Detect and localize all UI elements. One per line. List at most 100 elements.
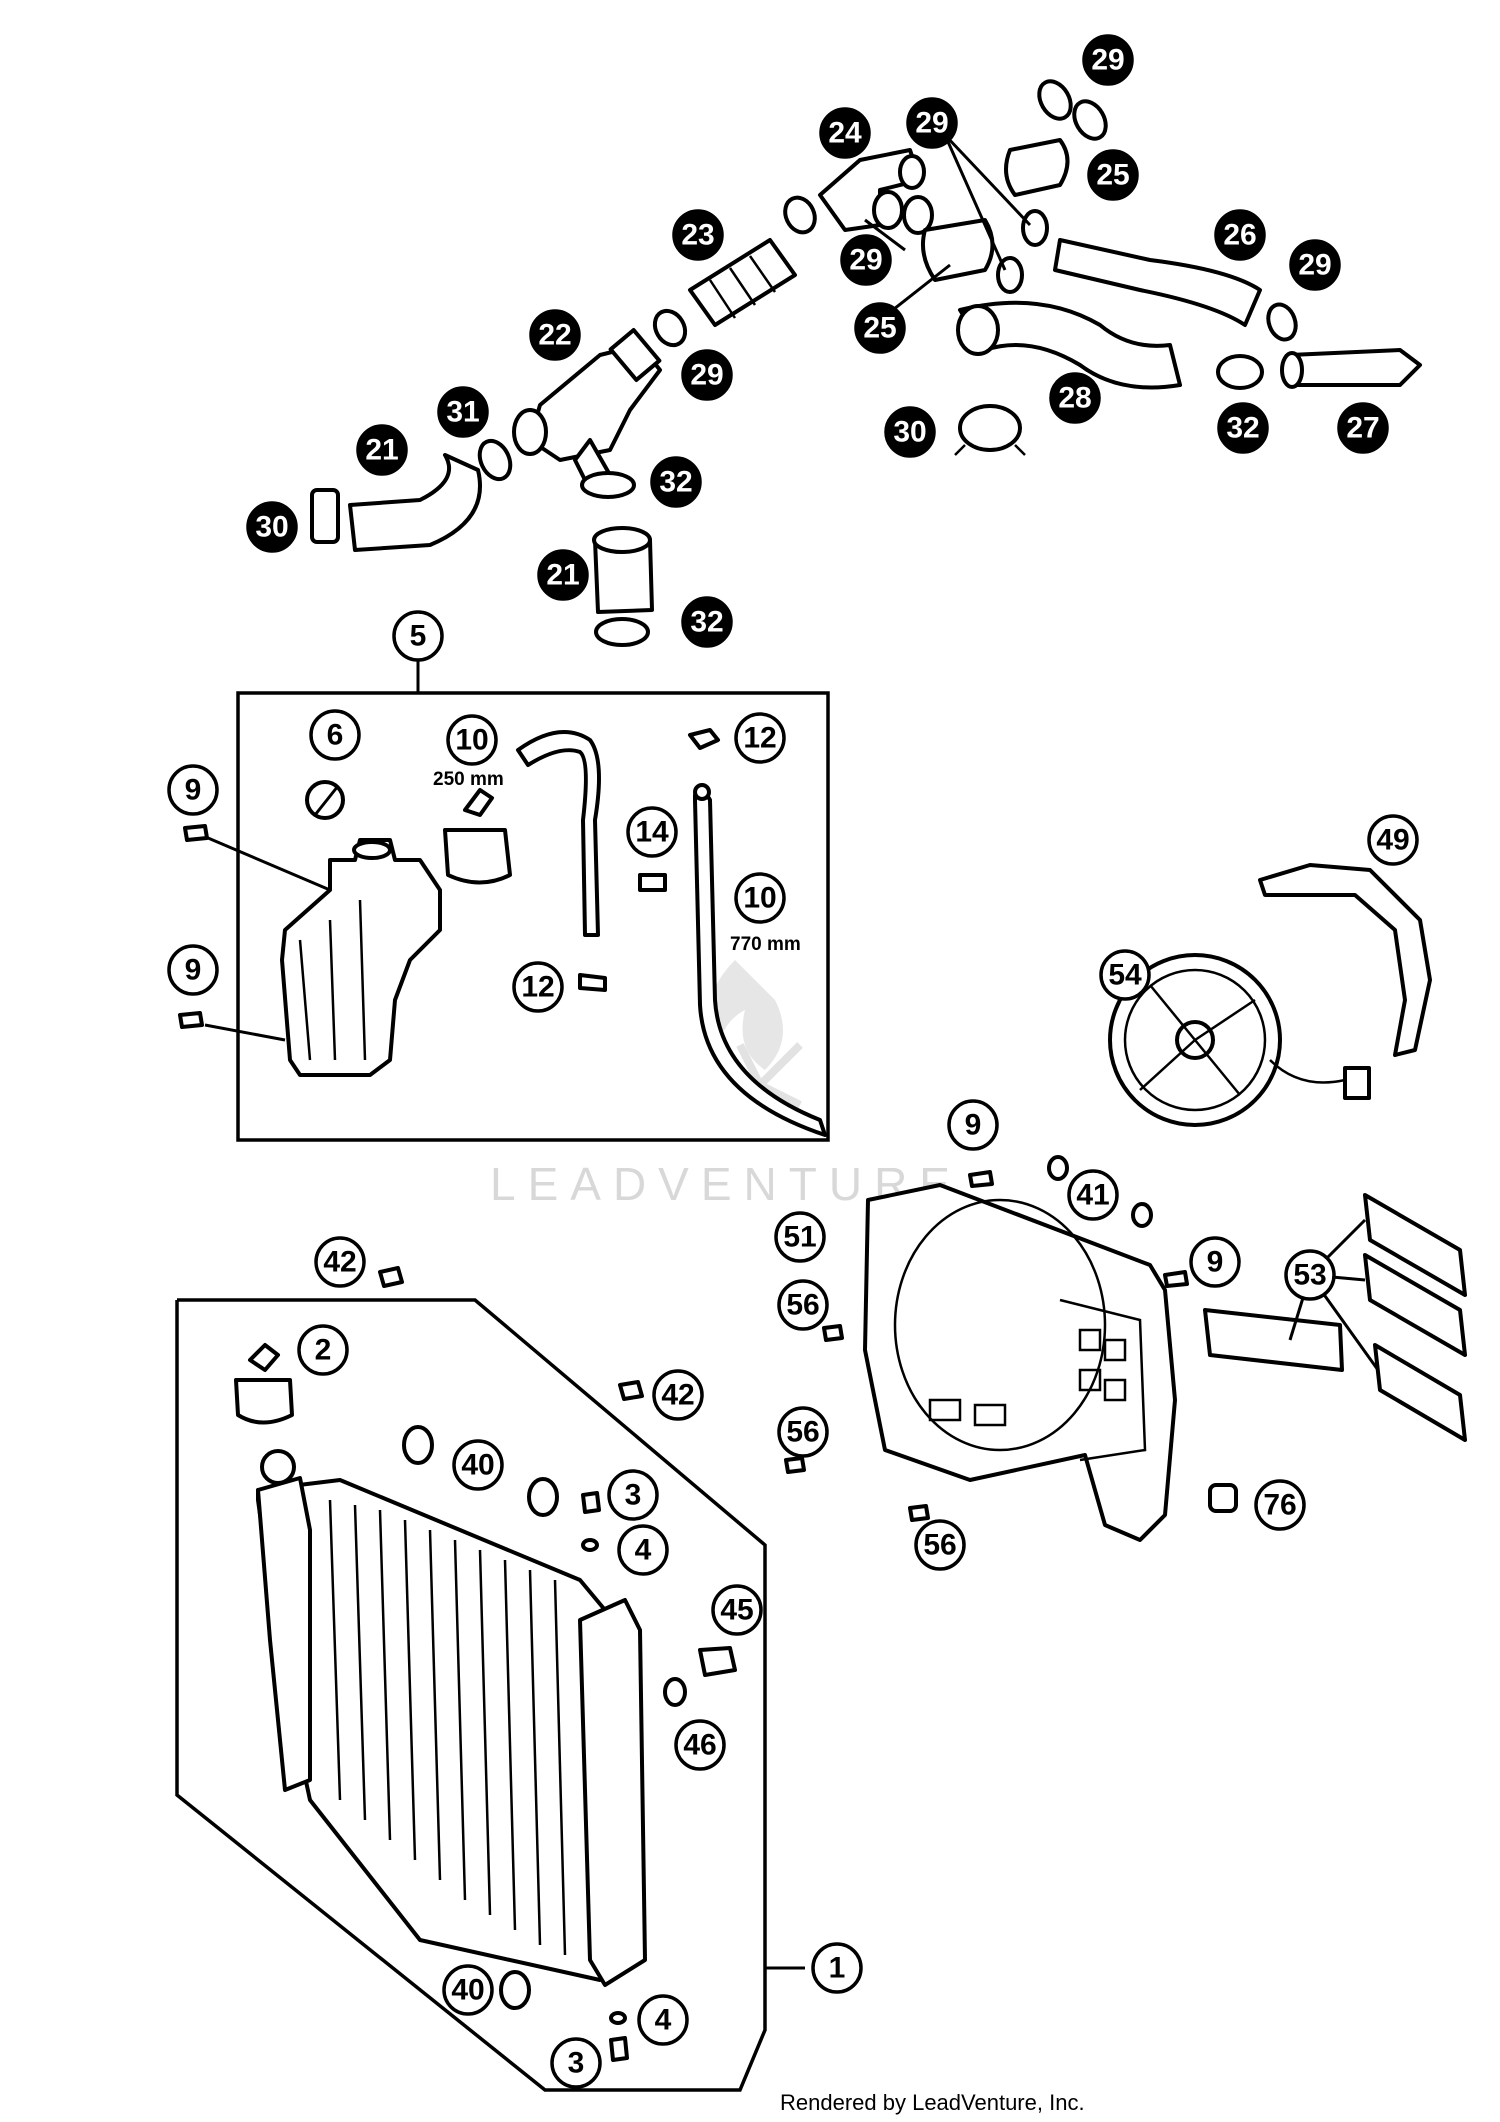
callout-53: 53 xyxy=(1284,1249,1336,1301)
svg-text:56: 56 xyxy=(923,1529,956,1562)
svg-text:30: 30 xyxy=(893,416,926,449)
svg-text:29: 29 xyxy=(690,359,723,392)
callout-76: 76 xyxy=(1254,1479,1306,1531)
callout-45: 45 xyxy=(711,1584,763,1636)
measurement-770: 770 mm xyxy=(730,934,801,955)
svg-text:2: 2 xyxy=(315,1334,332,1367)
svg-text:10: 10 xyxy=(455,724,488,757)
svg-text:29: 29 xyxy=(915,107,948,140)
svg-text:12: 12 xyxy=(743,722,776,755)
svg-text:49: 49 xyxy=(1376,824,1409,857)
callout-31: 31 xyxy=(437,386,489,438)
svg-text:41: 41 xyxy=(1076,1179,1109,1212)
svg-text:6: 6 xyxy=(327,719,344,752)
svg-text:5: 5 xyxy=(410,620,427,653)
callout-14: 14 xyxy=(626,806,678,858)
callout-22: 22 xyxy=(529,309,581,361)
svg-text:25: 25 xyxy=(863,312,896,345)
expansion-tank-group: 250 mm 770 mm xyxy=(178,655,830,1142)
svg-text:40: 40 xyxy=(451,1974,484,2007)
callout-54: 54 xyxy=(1099,949,1151,1001)
callout-25-b: 25 xyxy=(854,302,906,354)
callout-29-c: 29 xyxy=(840,234,892,286)
callout-30-a: 30 xyxy=(884,406,936,458)
svg-text:27: 27 xyxy=(1346,412,1379,445)
callout-41: 41 xyxy=(1067,1169,1119,1221)
svg-text:12: 12 xyxy=(521,971,554,1004)
svg-text:21: 21 xyxy=(546,559,579,592)
svg-text:30: 30 xyxy=(255,511,288,544)
svg-text:3: 3 xyxy=(568,2047,585,2080)
svg-text:32: 32 xyxy=(659,466,692,499)
callout-56-b: 56 xyxy=(777,1406,829,1458)
hose-assembly xyxy=(310,79,1422,647)
callout-4-b: 4 xyxy=(637,1994,689,2046)
svg-text:29: 29 xyxy=(1298,249,1331,282)
svg-text:40: 40 xyxy=(461,1449,494,1482)
svg-text:4: 4 xyxy=(655,2004,672,2037)
svg-text:9: 9 xyxy=(965,1109,982,1142)
callout-27: 27 xyxy=(1337,402,1389,454)
svg-text:9: 9 xyxy=(185,774,202,807)
callout-28: 28 xyxy=(1049,372,1101,424)
callout-9-d: 9 xyxy=(1189,1236,1241,1288)
callout-23: 23 xyxy=(672,209,724,261)
callout-29-a: 29 xyxy=(1082,34,1134,86)
fan-shroud-group xyxy=(784,863,1467,1542)
callout-5: 5 xyxy=(392,610,444,662)
svg-text:54: 54 xyxy=(1108,959,1142,992)
callout-10-a: 10 xyxy=(446,714,498,766)
svg-text:9: 9 xyxy=(1207,1246,1224,1279)
callout-42-a: 42 xyxy=(314,1236,366,1288)
callout-3-b: 3 xyxy=(550,2037,602,2089)
svg-text:26: 26 xyxy=(1223,219,1256,252)
callout-29-d: 29 xyxy=(1289,239,1341,291)
svg-text:1: 1 xyxy=(829,1952,846,1985)
callout-3-a: 3 xyxy=(607,1469,659,1521)
svg-text:46: 46 xyxy=(683,1729,716,1762)
callout-40-a: 40 xyxy=(452,1439,504,1491)
callout-21-b: 21 xyxy=(537,549,589,601)
callout-9-c: 9 xyxy=(947,1099,999,1151)
svg-text:56: 56 xyxy=(786,1416,819,1449)
callout-9-a: 9 xyxy=(167,764,219,816)
callout-32-b: 32 xyxy=(650,456,702,508)
svg-text:76: 76 xyxy=(1263,1489,1296,1522)
callout-21-a: 21 xyxy=(356,424,408,476)
svg-text:21: 21 xyxy=(365,434,398,467)
svg-text:32: 32 xyxy=(690,606,723,639)
callout-26-a: 26 xyxy=(1214,209,1266,261)
callout-40-b: 40 xyxy=(442,1964,494,2016)
callout-6: 6 xyxy=(309,709,361,761)
svg-text:51: 51 xyxy=(783,1221,816,1254)
callout-29-e: 29 xyxy=(681,349,733,401)
svg-text:22: 22 xyxy=(538,319,571,352)
callout-12-b: 12 xyxy=(512,961,564,1013)
callout-30-b: 30 xyxy=(246,501,298,553)
measurement-250: 250 mm xyxy=(433,769,504,790)
callout-25-a: 25 xyxy=(1087,149,1139,201)
callout-24: 24 xyxy=(819,107,871,159)
svg-text:42: 42 xyxy=(323,1246,356,1279)
callout-32-c: 32 xyxy=(681,596,733,648)
callout-29-b: 29 xyxy=(906,97,958,149)
svg-text:24: 24 xyxy=(828,117,862,150)
callout-12-a: 12 xyxy=(734,712,786,764)
svg-text:28: 28 xyxy=(1058,382,1091,415)
svg-text:29: 29 xyxy=(1091,44,1124,77)
callouts: 29 24 29 25 23 29 26 29 25 22 29 28 31 3… xyxy=(167,34,1419,2089)
svg-text:31: 31 xyxy=(446,396,479,429)
callout-46: 46 xyxy=(674,1719,726,1771)
callout-32-a: 32 xyxy=(1217,402,1269,454)
callout-56-a: 56 xyxy=(777,1279,829,1331)
svg-text:23: 23 xyxy=(681,219,714,252)
svg-text:10: 10 xyxy=(743,882,776,915)
svg-text:56: 56 xyxy=(786,1289,819,1322)
callout-1: 1 xyxy=(811,1942,863,1994)
svg-text:32: 32 xyxy=(1226,412,1259,445)
callout-51: 51 xyxy=(774,1211,826,1263)
callout-2: 2 xyxy=(297,1324,349,1376)
credit-text: Rendered by LeadVenture, Inc. xyxy=(780,2090,1085,2115)
callout-56-c: 56 xyxy=(914,1519,966,1571)
